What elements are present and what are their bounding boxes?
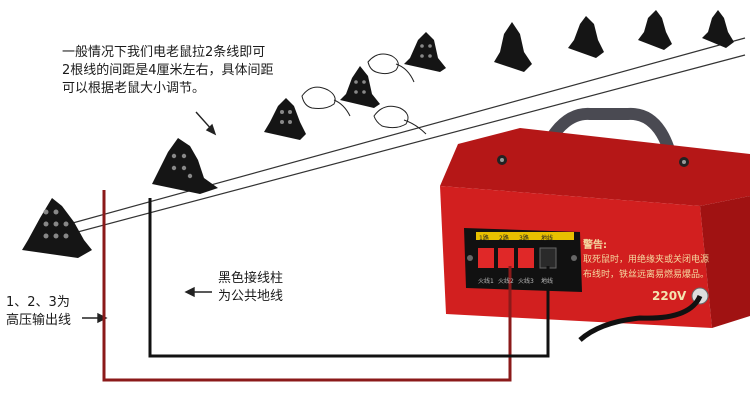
insulator-posts xyxy=(22,10,734,258)
top-annotation-line-1: 一般情况下我们电老鼠拉2条线即可 xyxy=(62,45,266,60)
black-post-annotation-line-1: 黑色接线柱 xyxy=(218,271,284,286)
terminal-post-ground xyxy=(539,247,557,269)
terminal-footer-3: 火线3 xyxy=(518,278,534,285)
fence-wires xyxy=(39,37,746,243)
mouse-sketches xyxy=(301,53,427,135)
insulator-post-8 xyxy=(638,10,672,50)
red-posts-annotation-line-2: 高压输出线 xyxy=(6,313,72,328)
terminal-post-3 xyxy=(518,248,534,268)
terminal-footer-ground: 地线 xyxy=(541,278,554,285)
terminal-post-1 xyxy=(478,248,494,268)
insulator-post-3 xyxy=(264,98,306,140)
insulator-post-4 xyxy=(340,66,380,108)
annotation-arrows xyxy=(82,111,217,324)
terminal-footer-2: 火线2 xyxy=(498,278,514,285)
insulator-post-5 xyxy=(404,32,446,72)
device-side xyxy=(700,196,750,328)
black-ground-wire xyxy=(148,198,550,358)
warning-title: 警告: xyxy=(583,240,607,251)
top-annotation-line-2: 2根线的间距是4厘米左右，具体间距 xyxy=(62,63,274,78)
insulator-post-2 xyxy=(152,138,218,194)
red-high-voltage-wire xyxy=(102,190,512,382)
black-post-annotation: 黑色接线柱 为公共地线 xyxy=(218,270,283,306)
terminal-header-3: 3路 xyxy=(519,235,529,242)
black-post-annotation-line-2: 为公共地线 xyxy=(218,289,284,304)
top-annotation: 一般情况下我们电老鼠拉2条线即可 2根线的间距是4厘米左右，具体间距 可以根据老… xyxy=(62,44,274,98)
terminal-header-ground: 地线 xyxy=(541,235,554,242)
terminal-header-1: 1路 xyxy=(479,235,489,242)
warning-line-2: 布线时，铁丝远离易燃易爆品。 xyxy=(583,270,710,280)
top-annotation-line-3: 可以根据老鼠大小调节。 xyxy=(62,81,206,96)
warning-line-1: 取死鼠时，用绝缘夹或关闭电源 xyxy=(583,255,710,265)
insulator-post-1 xyxy=(22,198,92,258)
device-top xyxy=(440,128,750,206)
voltage-label: 220V xyxy=(652,289,687,303)
terminal-header-2: 2路 xyxy=(499,235,509,242)
mouse-trap-device xyxy=(440,107,750,342)
terminal-post-2 xyxy=(498,248,514,268)
output-wires xyxy=(102,190,550,382)
red-posts-annotation-line-1: 1、2、3为 xyxy=(6,295,70,310)
insulator-post-6 xyxy=(494,22,532,72)
power-cable xyxy=(578,294,703,342)
red-posts-annotation: 1、2、3为 高压输出线 xyxy=(6,294,71,330)
insulator-post-7 xyxy=(568,16,604,58)
terminal-footer-1: 火线1 xyxy=(478,278,494,285)
insulator-post-9 xyxy=(702,10,734,48)
